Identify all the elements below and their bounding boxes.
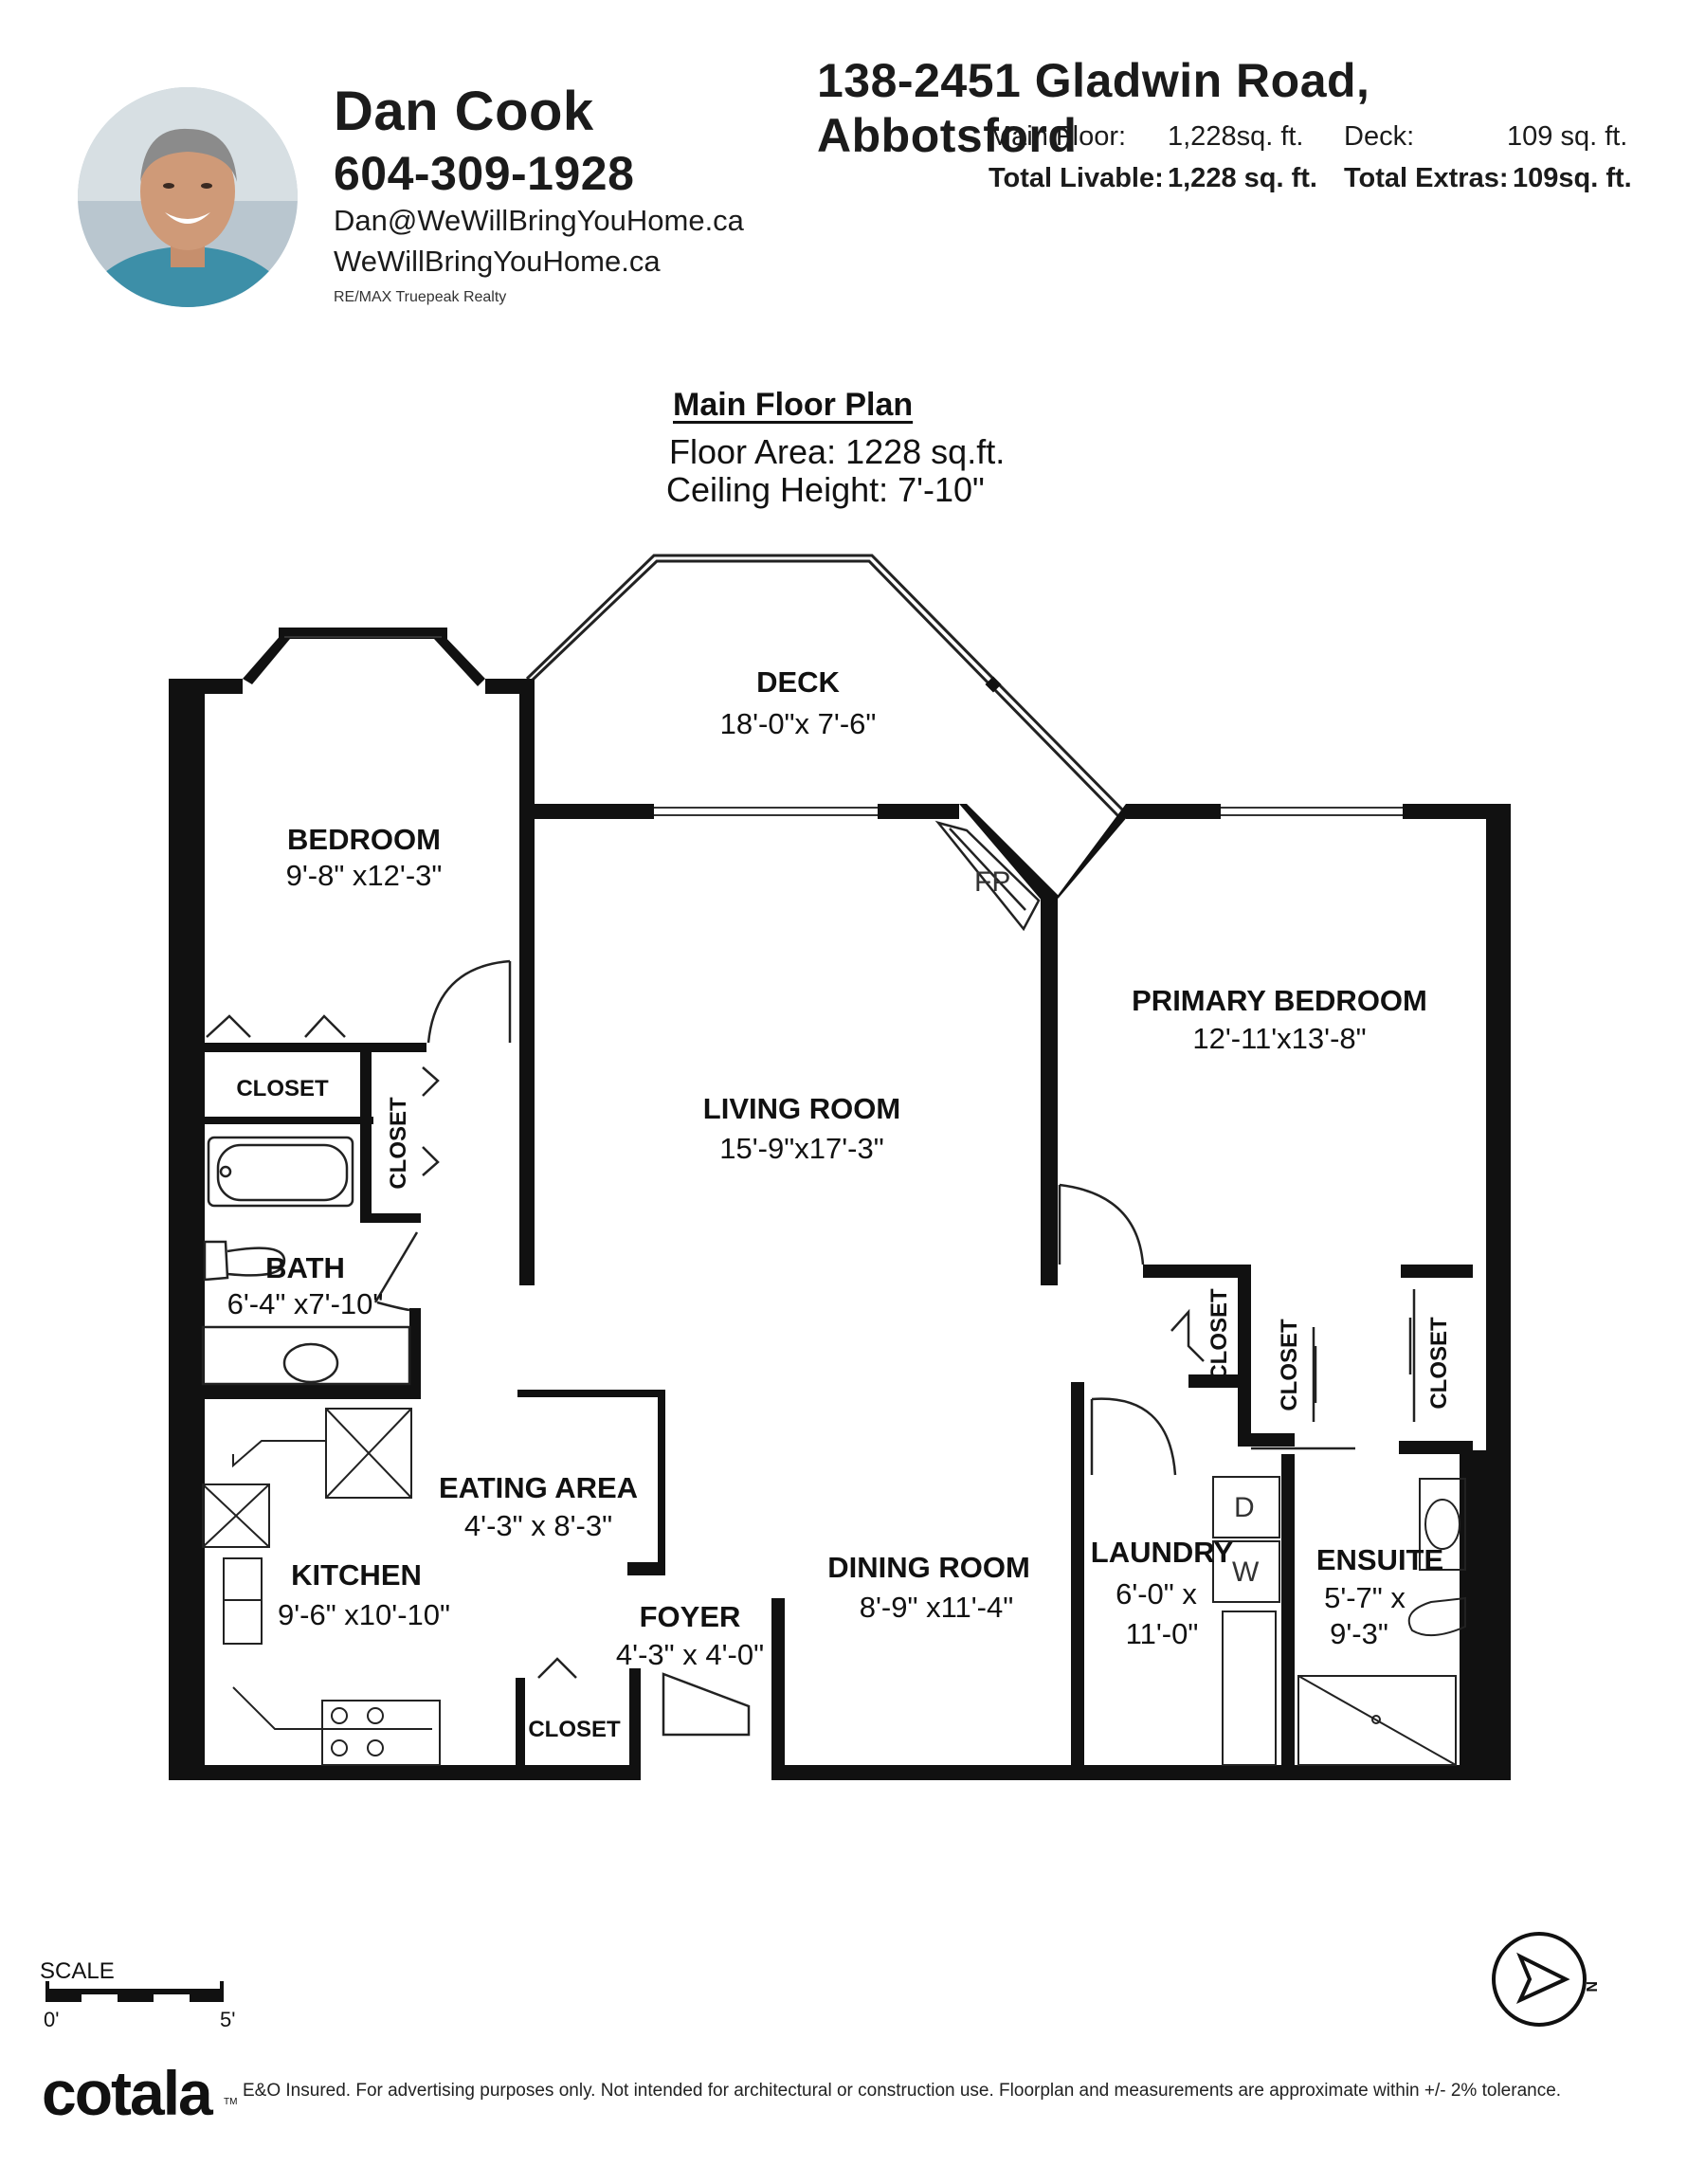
closet-doors bbox=[206, 1014, 1416, 1679]
property-address: 138-2451 Gladwin Road, Abbotsford bbox=[817, 54, 1370, 162]
kitchen-fixtures bbox=[202, 1408, 441, 1766]
primary-closet-right-label: CLOSET bbox=[1426, 1317, 1452, 1410]
kitchen-name: KITCHEN bbox=[291, 1558, 422, 1592]
eating-area-dim: 4'-3" x 8'-3" bbox=[464, 1509, 612, 1542]
total-extras-value: 109sq. ft. bbox=[1513, 163, 1632, 193]
ensuite-dim-2: 9'-3" bbox=[1330, 1617, 1388, 1650]
walls bbox=[169, 628, 1511, 1780]
scale-bar bbox=[45, 1981, 224, 2002]
cotala-logo: cotala bbox=[42, 2058, 213, 2128]
bedroom-dim: 9'-8" x12'-3" bbox=[286, 859, 443, 892]
bath-dim: 6'-4" x7'-10" bbox=[227, 1287, 384, 1320]
ensuite-dim-1: 5'-7" x bbox=[1324, 1581, 1406, 1614]
laundry-ensuite-fixtures bbox=[1212, 1476, 1466, 1766]
bath-fixtures bbox=[201, 1136, 411, 1386]
total-livable-value: 1,228 sq. ft. bbox=[1168, 163, 1317, 193]
windows bbox=[284, 636, 1403, 816]
north-letter: N bbox=[1583, 1981, 1599, 1993]
main-floor-value: 1,228sq. ft. bbox=[1168, 121, 1304, 153]
deck-dim: 18'-0"x 7'-6" bbox=[720, 707, 877, 740]
agent-email[interactable]: Dan@WeWillBringYouHome.ca bbox=[334, 204, 744, 237]
deck-post bbox=[985, 676, 1002, 693]
deck-label: Deck: bbox=[1344, 121, 1415, 152]
scale-start: 0' bbox=[44, 2008, 60, 2031]
foyer-dim: 4'-3" x 4'-0" bbox=[616, 1638, 764, 1671]
north-arrow-icon bbox=[1492, 1932, 1587, 2027]
deck-unit: sq. ft. bbox=[1560, 121, 1628, 152]
living-room-dim: 15'-9"x17'-3" bbox=[719, 1132, 883, 1165]
dining-room-dim: 8'-9" x11'-4" bbox=[860, 1591, 1014, 1624]
primary-bedroom-dim: 12'-11'x13'-8" bbox=[1192, 1022, 1366, 1055]
dryer-label: D bbox=[1234, 1492, 1255, 1523]
scale-end: 5' bbox=[220, 2008, 236, 2031]
laundry-dim-2: 11'-0" bbox=[1126, 1617, 1199, 1650]
ensuite-name: ENSUITE bbox=[1316, 1543, 1443, 1576]
main-floor-number: 1,228 bbox=[1168, 121, 1237, 152]
agent-website[interactable]: WeWillBringYouHome.ca bbox=[334, 245, 661, 278]
agent-name: Dan Cook bbox=[334, 81, 594, 142]
foyer-name: FOYER bbox=[640, 1600, 741, 1633]
bath-name: BATH bbox=[265, 1251, 345, 1284]
living-room-name: LIVING ROOM bbox=[703, 1092, 900, 1125]
plan-floor-area: Floor Area: 1228 sq.ft. bbox=[669, 432, 1006, 471]
total-livable-label: Total Livable: bbox=[989, 163, 1164, 193]
main-floor-unit: sq. ft. bbox=[1236, 121, 1304, 152]
laundry-closet-label: CLOSET bbox=[1206, 1288, 1232, 1381]
fireplace-label: FP bbox=[974, 866, 1010, 898]
foyer-closet-label: CLOSET bbox=[528, 1717, 621, 1742]
primary-bedroom-name: PRIMARY BEDROOM bbox=[1132, 984, 1427, 1017]
bedroom-closet-label: CLOSET bbox=[236, 1076, 329, 1101]
deck-number: 109 bbox=[1507, 121, 1553, 152]
washer-label: W bbox=[1232, 1556, 1260, 1588]
deck-name: DECK bbox=[756, 665, 840, 699]
hall-closet-label: CLOSET bbox=[386, 1097, 411, 1190]
scale-label: SCALE bbox=[40, 1958, 115, 1984]
plan-title: Main Floor Plan bbox=[673, 387, 914, 423]
plan-ceiling-height: Ceiling Height: 7'-10" bbox=[666, 470, 985, 509]
laundry-name: LAUNDRY bbox=[1091, 1536, 1234, 1569]
doors bbox=[373, 959, 1177, 1737]
dining-room-name: DINING ROOM bbox=[827, 1551, 1030, 1584]
bedroom-name: BEDROOM bbox=[287, 823, 441, 856]
eating-area-name: EATING AREA bbox=[439, 1471, 638, 1504]
laundry-dim-1: 6'-0" x bbox=[1116, 1577, 1197, 1611]
agent-brokerage: RE/MAX Truepeak Realty bbox=[334, 289, 507, 305]
main-floor-label: Main Floor: bbox=[989, 121, 1127, 152]
disclaimer: E&O Insured. For advertising purposes on… bbox=[243, 2081, 1562, 2101]
agent-phone[interactable]: 604-309-1928 bbox=[334, 147, 635, 200]
logo-trademark: TM bbox=[224, 2097, 238, 2107]
deck-value: 109 sq. ft. bbox=[1507, 121, 1627, 153]
primary-closet-left-label: CLOSET bbox=[1277, 1319, 1302, 1411]
total-extras-label: Total Extras: bbox=[1344, 163, 1509, 193]
fireplace bbox=[934, 820, 1041, 932]
kitchen-dim: 9'-6" x10'-10" bbox=[278, 1598, 450, 1631]
